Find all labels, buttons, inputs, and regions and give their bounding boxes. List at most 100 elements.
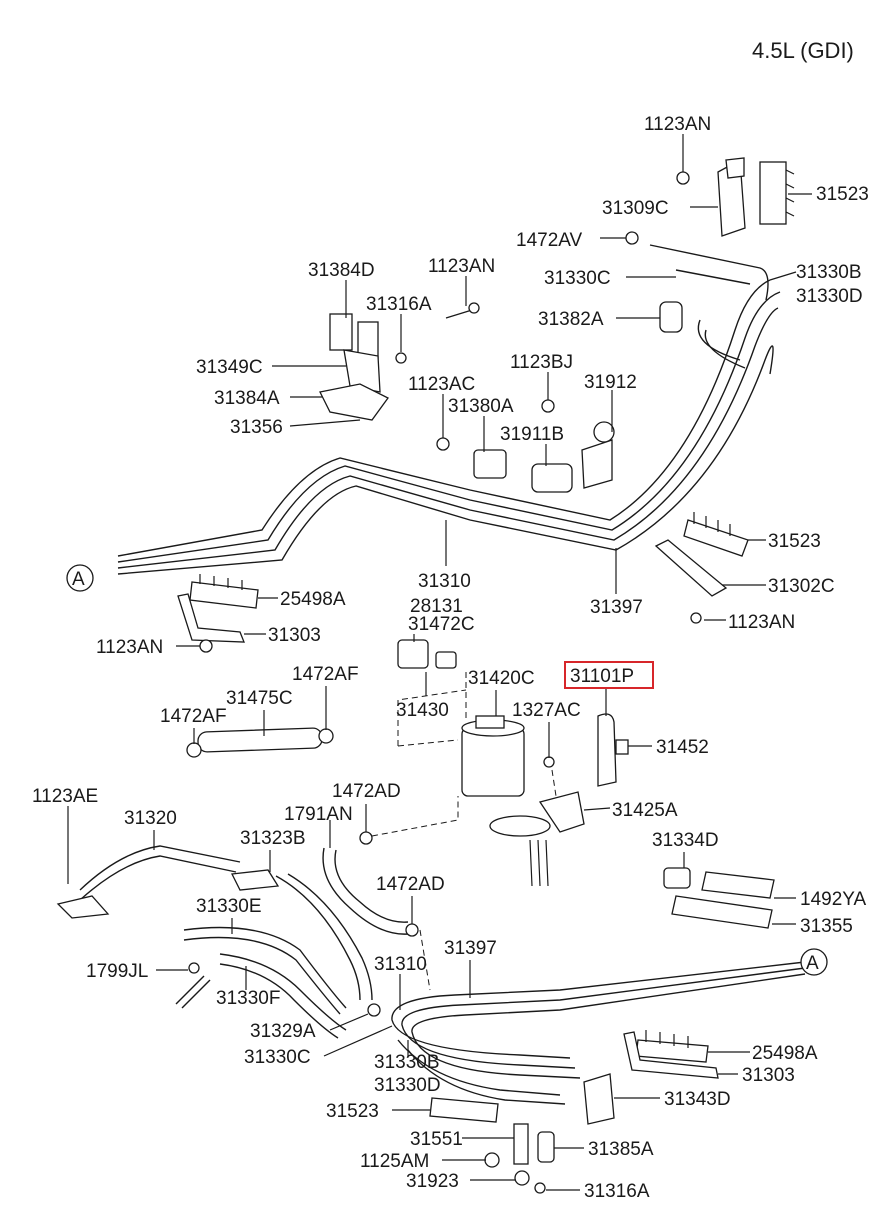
callout-1327ac[interactable]: 1327AC	[512, 700, 581, 721]
callout-31523-mid[interactable]: 31523	[768, 531, 821, 552]
callout-31523-bot[interactable]: 31523	[326, 1101, 379, 1122]
callout-labels: 1123AN 31309C 31523 1472AV 31330C 31330B…	[32, 114, 869, 1202]
callout-1472af[interactable]: 1472AF	[292, 664, 359, 685]
clamp-1472av	[625, 231, 639, 245]
hose-31475c	[186, 727, 334, 758]
callout-1125am[interactable]: 1125AM	[360, 1151, 429, 1172]
callout-31343d[interactable]: 31343D	[664, 1089, 731, 1110]
clip-25498a-left	[189, 574, 259, 609]
callout-31330e[interactable]: 31330E	[196, 896, 262, 917]
callout-31397-bot[interactable]: 31397	[444, 938, 497, 959]
connector-a-left: A	[66, 564, 94, 592]
callout-31330d[interactable]: 31330D	[796, 286, 863, 307]
callout-31303-right[interactable]: 31303	[742, 1065, 795, 1086]
callout-31329a[interactable]: 31329A	[250, 1021, 316, 1042]
callout-31323b[interactable]: 31323B	[240, 828, 306, 849]
canister-31420c	[461, 715, 525, 797]
callout-1123bj[interactable]: 1123BJ	[510, 352, 573, 373]
callout-31475c[interactable]: 31475C	[226, 688, 293, 709]
tube-31320	[56, 838, 280, 919]
callout-1123ae[interactable]: 1123AE	[32, 786, 98, 807]
callout-1472ad[interactable]: 1472AD	[332, 781, 401, 802]
callout-31330f[interactable]: 31330F	[216, 988, 280, 1009]
callout-1123an-right[interactable]: 1123AN	[728, 612, 795, 633]
callout-31911b[interactable]: 31911B	[500, 424, 564, 445]
clip-25498a-right	[635, 1030, 709, 1063]
callout-1799jl[interactable]: 1799JL	[86, 961, 148, 982]
callout-31420c[interactable]: 31420C	[468, 668, 535, 689]
callout-31397[interactable]: 31397	[590, 597, 643, 618]
bracket-31309c	[717, 157, 746, 237]
callout-31310-bot[interactable]: 31310	[374, 954, 427, 975]
callout-31923[interactable]: 31923	[406, 1171, 459, 1192]
bracket-31551	[513, 1123, 529, 1165]
callout-1123an-mid[interactable]: 1123AN	[428, 256, 495, 277]
callout-25498a[interactable]: 25498A	[280, 589, 346, 610]
connector-a-right: A	[800, 948, 828, 976]
callout-31330c-bot[interactable]: 31330C	[244, 1047, 311, 1068]
clip-31343d	[583, 1073, 615, 1125]
callout-1123an-left[interactable]: 1123AN	[96, 637, 163, 658]
callout-31384a[interactable]: 31384A	[214, 388, 280, 409]
callout-31303[interactable]: 31303	[268, 625, 321, 646]
bracket-31303-left	[177, 593, 245, 643]
callout-31349c[interactable]: 31349C	[196, 357, 263, 378]
callout-31330b-bot[interactable]: 31330B	[374, 1052, 440, 1073]
clip-31385a	[537, 1131, 555, 1163]
callout-31101p[interactable]: 31101P	[570, 666, 634, 687]
hose-31330e-31330f	[183, 926, 347, 1039]
callout-31425a[interactable]: 31425A	[612, 800, 678, 821]
callout-31356[interactable]: 31356	[230, 417, 283, 438]
engine-label: 4.5L (GDI)	[752, 38, 854, 63]
callout-1472af-left[interactable]: 1472AF	[160, 706, 227, 727]
fuel-line-bundle-lower	[391, 961, 806, 1105]
callout-1472av[interactable]: 1472AV	[516, 230, 583, 251]
callout-1791an[interactable]: 1791AN	[284, 804, 353, 825]
filter-shield-31101p	[597, 713, 629, 787]
callout-31452[interactable]: 31452	[656, 737, 709, 758]
bracket-31303-right	[623, 1031, 719, 1079]
clip-31523-bot	[429, 1097, 499, 1123]
callout-31355[interactable]: 31355	[800, 916, 853, 937]
callout-1492ya[interactable]: 1492YA	[800, 889, 867, 910]
callout-31330c[interactable]: 31330C	[544, 268, 611, 289]
callout-31382a[interactable]: 31382A	[538, 309, 604, 330]
callout-31320[interactable]: 31320	[124, 808, 177, 829]
clamp-31329a	[367, 1003, 381, 1017]
svg-text:A: A	[72, 569, 85, 590]
callout-1123ac[interactable]: 1123AC	[408, 374, 475, 395]
bracket-31302c	[654, 539, 728, 624]
callout-31384d[interactable]: 31384D	[308, 260, 375, 281]
callout-25498a-right[interactable]: 25498A	[752, 1043, 818, 1064]
purge-valve-31430	[397, 639, 457, 669]
callout-31316a-bot[interactable]: 31316A	[584, 1181, 650, 1202]
callout-31334d[interactable]: 31334D	[652, 830, 719, 851]
svg-text:A: A	[806, 953, 819, 974]
callout-31523[interactable]: 31523	[816, 184, 869, 205]
cap-31316a-bot	[534, 1182, 546, 1194]
callout-1123an[interactable]: 1123AN	[644, 114, 711, 135]
hose-1791an	[275, 847, 409, 1001]
callout-31302c[interactable]: 31302C	[768, 576, 835, 597]
callout-31309c[interactable]: 31309C	[602, 198, 669, 219]
callout-31330b[interactable]: 31330B	[796, 262, 862, 283]
grommet-31923	[514, 1170, 530, 1186]
callout-31380a[interactable]: 31380A	[448, 396, 514, 417]
clamp-1472ad-mid	[405, 923, 419, 937]
callout-1472ad-mid[interactable]: 1472AD	[376, 874, 445, 895]
callout-31310[interactable]: 31310	[418, 571, 471, 592]
callout-28131[interactable]: 28131	[410, 596, 463, 617]
strap-1799jl	[175, 962, 211, 1009]
callout-31330d-bot[interactable]: 31330D	[374, 1075, 441, 1096]
callout-31472c[interactable]: 31472C	[408, 614, 475, 635]
callout-31551[interactable]: 31551	[410, 1129, 463, 1150]
callout-31430[interactable]: 31430	[396, 700, 449, 721]
bolt-1123an-top	[676, 145, 690, 185]
callout-31912[interactable]: 31912	[584, 372, 637, 393]
callout-31385a[interactable]: 31385A	[588, 1139, 654, 1160]
fuel-line-bundle-upper	[117, 244, 781, 575]
callout-31316a[interactable]: 31316A	[366, 294, 432, 315]
bracket-31425a	[489, 791, 585, 887]
